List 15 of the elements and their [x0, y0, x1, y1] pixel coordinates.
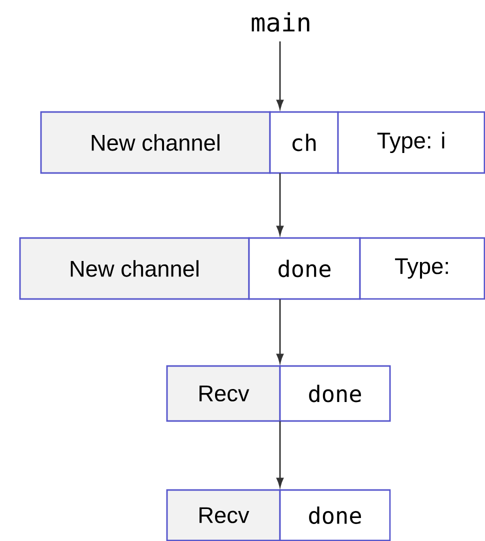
arrow [276, 41, 284, 110]
label-text: main [252, 12, 310, 32]
node-label: done [309, 384, 361, 402]
operation-box: New channel done Type: [19, 237, 485, 300]
node-label: Type: i [377, 132, 444, 154]
operation-box: Recv done [166, 365, 391, 422]
node-label: done [278, 260, 330, 278]
arrow [276, 173, 284, 236]
arrow [276, 421, 284, 488]
node-label: Type: [395, 258, 448, 279]
arrow [276, 299, 284, 364]
operation-box: New channel ch Type: i [40, 111, 485, 174]
node-label: ch [292, 134, 316, 152]
node-label: done [309, 506, 361, 524]
operation-box: Recv done [166, 489, 391, 541]
